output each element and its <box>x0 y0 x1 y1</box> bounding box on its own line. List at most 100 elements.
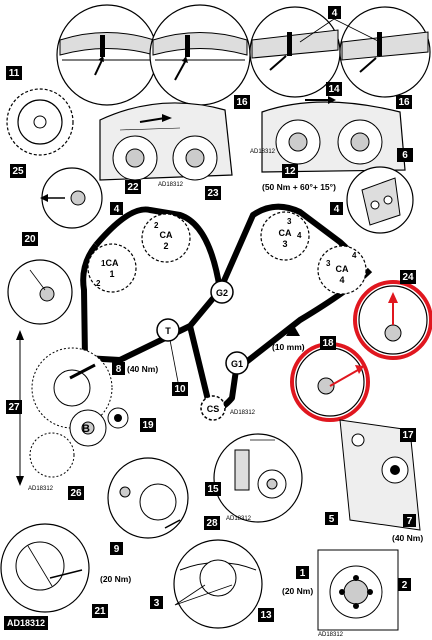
detail-3-13 <box>173 539 263 629</box>
callout-28-text: 28 <box>206 518 218 529</box>
g1-label: G1 <box>231 359 243 369</box>
callout-11 <box>6 66 22 80</box>
callout-26-text: 26 <box>70 488 82 499</box>
figure-code-head: AD18312 <box>158 182 184 188</box>
cs-label: CS <box>207 404 220 414</box>
t-label: T <box>165 326 171 336</box>
ca3-mark: 3 <box>282 239 287 249</box>
ca3-mark-b: 4 <box>297 231 302 240</box>
callout-23 <box>205 186 221 200</box>
callout-3-text: 3 <box>154 598 160 609</box>
sprocket-ca1: CA 1 1 2 <box>87 243 137 293</box>
detail-water-pump <box>317 549 399 631</box>
callout-7-text: 7 <box>407 516 413 527</box>
callout-12 <box>282 164 298 178</box>
ca2-mark: 2 <box>163 241 168 251</box>
callout-22 <box>125 180 141 194</box>
callout-26 <box>68 486 84 500</box>
callout-18-text: 18 <box>322 338 334 349</box>
pulley-g2: G2 <box>210 280 234 304</box>
engine-block-right <box>339 419 421 531</box>
ca2-mark-a: 2 <box>154 221 159 230</box>
detail-9 <box>107 457 189 539</box>
ca1-mark-b: 2 <box>96 279 101 288</box>
detail-tensioner-15 <box>213 433 303 523</box>
callout-20-text: 20 <box>24 234 36 245</box>
callout-8 <box>112 362 125 375</box>
cylinder-head-view <box>99 102 233 181</box>
callout-18 <box>320 336 336 350</box>
callout-25 <box>10 164 26 178</box>
ca3-mark-a: 3 <box>287 217 292 226</box>
callout-20 <box>22 232 38 246</box>
callout-27 <box>6 400 22 414</box>
callout-19 <box>140 418 156 432</box>
ca4-mark-b: 4 <box>352 251 357 260</box>
callout-16-right-text: 16 <box>398 97 410 108</box>
callout-4-left <box>110 202 123 215</box>
sprocket-ca4: CA 4 3 4 <box>317 245 367 295</box>
g2-label: G2 <box>216 288 228 298</box>
sprocket-ca2: CA 2 2 <box>141 213 191 263</box>
detail-cam-marks-left <box>56 4 158 106</box>
figure-code-pump: AD18312 <box>318 632 344 638</box>
callout-28 <box>204 516 220 530</box>
callout-16-left-text: 16 <box>236 97 248 108</box>
svg-text:CA: CA <box>160 230 173 240</box>
callout-19-text: 19 <box>142 420 154 431</box>
detail-cam-marks-right-b <box>339 6 431 98</box>
callout-9 <box>110 542 123 555</box>
callout-16-right <box>396 95 412 109</box>
callout-21-text: 21 <box>94 606 106 617</box>
detail-20 <box>7 259 73 325</box>
callout-6 <box>397 148 413 162</box>
callout-4-right-text: 4 <box>334 204 340 215</box>
tool-marker-icon <box>286 324 300 336</box>
callout-15-text: 15 <box>207 484 219 495</box>
ca4-mark-a: 3 <box>326 259 331 268</box>
callout-17-text: 17 <box>402 430 414 441</box>
detail-21 <box>0 523 90 613</box>
torque-1: (20 Nm) <box>282 586 313 596</box>
highlight-circle-24 <box>353 280 432 360</box>
callout-24 <box>400 270 416 284</box>
svg-text:CA: CA <box>106 258 119 268</box>
callout-1-text: 1 <box>300 568 306 579</box>
torque-12: (50 Nm + 60°+ 15°) <box>262 182 336 192</box>
torque-7: (40 Nm) <box>392 533 423 543</box>
svg-text:CA: CA <box>279 228 292 238</box>
callout-2 <box>398 578 411 591</box>
callout-23-text: 23 <box>207 188 219 199</box>
detail-bracket-6 <box>346 166 414 234</box>
callout-14-text: 14 <box>328 84 340 95</box>
callout-1 <box>296 566 309 579</box>
torque-8: (40 Nm) <box>127 364 158 374</box>
callout-13 <box>258 608 274 622</box>
sprocket-11-detail <box>6 88 74 156</box>
callout-4-right <box>330 202 343 215</box>
callout-14 <box>326 82 342 96</box>
figure-code-cs: AD18312 <box>230 410 256 416</box>
figure-code-crank: AD18312 <box>28 486 54 492</box>
callout-6-text: 6 <box>402 150 408 161</box>
callout-4-top <box>328 6 341 19</box>
callout-11-text: 11 <box>9 68 20 79</box>
torque-9: (20 Nm) <box>100 574 131 584</box>
detail-cam-marks-right-a <box>249 6 341 98</box>
figure-code-main: AD18312 <box>7 618 45 628</box>
callout-16-left <box>234 95 250 109</box>
figure-code-right-head: AD18312 <box>250 149 276 155</box>
callout-3 <box>150 596 163 609</box>
callout-13-text: 13 <box>260 610 272 621</box>
callout-12-text: 12 <box>284 166 296 177</box>
callout-2-text: 2 <box>402 580 408 591</box>
callout-21 <box>92 604 108 618</box>
callout-7 <box>403 514 416 527</box>
callout-10-text: 10 <box>174 384 186 395</box>
callout-4-top-text: 4 <box>332 8 338 19</box>
callout-24-text: 24 <box>402 272 414 283</box>
pulley-t: T <box>156 318 180 342</box>
callout-5 <box>325 512 338 525</box>
